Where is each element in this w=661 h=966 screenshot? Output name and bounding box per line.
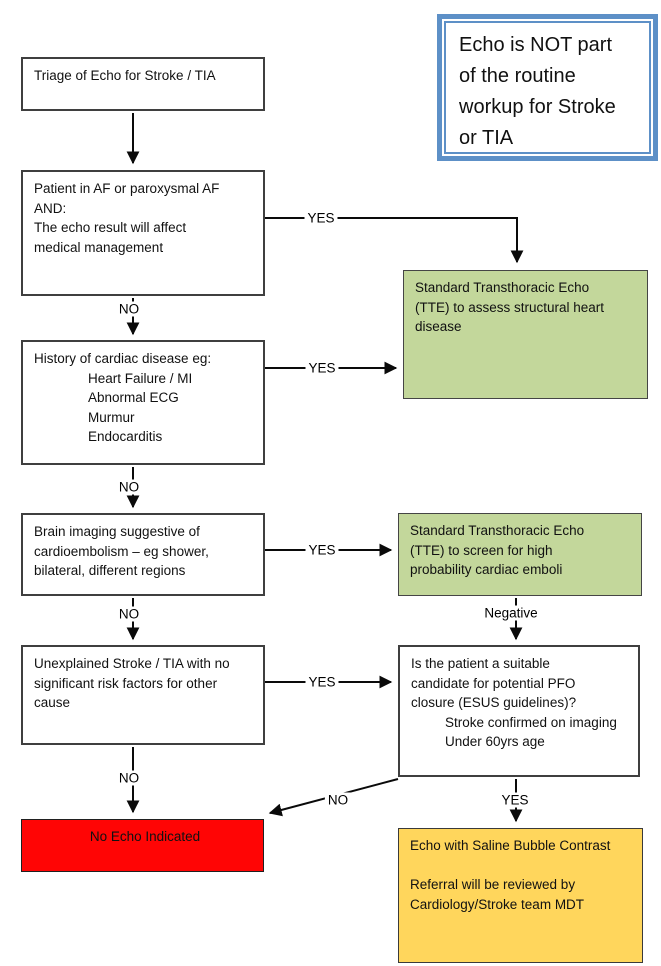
text-line: (TTE) to assess structural heart — [415, 299, 605, 315]
text-line: probability cardiac emboli — [410, 562, 563, 577]
text-line: History of cardiac disease eg: — [34, 351, 212, 366]
text-line: candidate for potential PFO — [411, 675, 576, 691]
text-line: Is the patient a suitable — [411, 656, 550, 671]
text-line: disease — [415, 319, 462, 334]
node-triage-title: Triage of Echo for Stroke / TIA — [21, 57, 265, 111]
edge-label-negative-tte-screen: Negative — [481, 605, 541, 621]
text-line: Patient in AF or paroxysmal AF — [34, 181, 220, 196]
text-line-indented: Murmur — [88, 409, 135, 425]
edge-label-yes-history: YES — [305, 360, 339, 376]
note-line: Echo is NOT part — [459, 34, 613, 56]
edge-label-yes-af: YES — [304, 210, 338, 226]
node-decision-cardiac-history: History of cardiac disease eg: Heart Fai… — [21, 340, 265, 465]
text-line: Referral will be reviewed by — [410, 877, 576, 892]
edge-label-no-history: NO — [115, 479, 143, 495]
text-line-indented: Under 60yrs age — [445, 734, 545, 749]
edge-label-no-brain: NO — [115, 606, 143, 622]
edge-label-yes-pfo: YES — [498, 792, 532, 808]
note-line: of the routine — [459, 65, 576, 87]
text-line: closure (ESUS guidelines)? — [411, 695, 577, 710]
node-decision-pfo-candidate: Is the patient a suitable candidate for … — [398, 645, 640, 777]
node-outcome-bubble-echo: Echo with Saline Bubble Contrast Referra… — [398, 828, 643, 963]
edge-label-no-af: NO — [115, 301, 143, 317]
text-line — [410, 856, 636, 876]
text-line: Brain imaging suggestive of — [34, 524, 200, 539]
note-line: or TIA — [459, 127, 514, 149]
text-line: Standard Transthoracic Echo — [410, 523, 585, 538]
text-line: Standard Transthoracic Echo — [415, 280, 590, 295]
text-line: cause — [34, 695, 71, 710]
node-decision-brain-imaging: Brain imaging suggestive of cardioemboli… — [21, 513, 265, 596]
edge-label-no-pfo: NO — [324, 792, 352, 808]
node-outcome-no-echo: No Echo Indicated — [21, 819, 264, 872]
edge-label-yes-unexplained: YES — [305, 674, 339, 690]
edge-label-yes-brain: YES — [305, 542, 339, 558]
text-line: (TTE) to screen for high — [410, 542, 553, 558]
node-decision-af: Patient in AF or paroxysmal AF AND: The … — [21, 170, 265, 296]
text-line: significant risk factors for other — [34, 675, 218, 691]
text-line: cardioembolism – eg shower, — [34, 543, 209, 559]
text-line: Cardiology/Stroke team MDT — [410, 896, 585, 912]
text-line-indented: Heart Failure / MI — [88, 370, 193, 386]
text-line: The echo result will affect — [34, 220, 187, 235]
text-line: No Echo Indicated — [89, 829, 201, 844]
text-line: AND: — [34, 200, 67, 216]
node-outcome-tte-structural: Standard Transthoracic Echo (TTE) to ass… — [403, 270, 648, 399]
text-line: medical management — [34, 239, 164, 255]
text-line: Triage of Echo for Stroke / TIA — [34, 68, 216, 83]
text-line: Echo with Saline Bubble Contrast — [410, 838, 611, 853]
text-line-indented: Abnormal ECG — [88, 390, 179, 405]
note-line: workup for Stroke — [459, 96, 616, 118]
text-line-indented: Stroke confirmed on imaging — [445, 714, 617, 730]
node-outcome-tte-screen: Standard Transthoracic Echo (TTE) to scr… — [398, 513, 642, 596]
text-line-indented: Endocarditis — [88, 429, 163, 444]
text-line: Unexplained Stroke / TIA with no — [34, 656, 230, 671]
node-decision-unexplained-stroke: Unexplained Stroke / TIA with no signifi… — [21, 645, 265, 745]
text-line: bilateral, different regions — [34, 563, 186, 578]
arrow-af-yes-to-tte-structural — [265, 217, 524, 264]
edge-label-no-unexplained: NO — [115, 770, 143, 786]
note-box-inner-border: Echo is NOT part of the routine workup f… — [444, 21, 651, 154]
note-box-echo-not-routine: Echo is NOT part of the routine workup f… — [437, 14, 658, 161]
